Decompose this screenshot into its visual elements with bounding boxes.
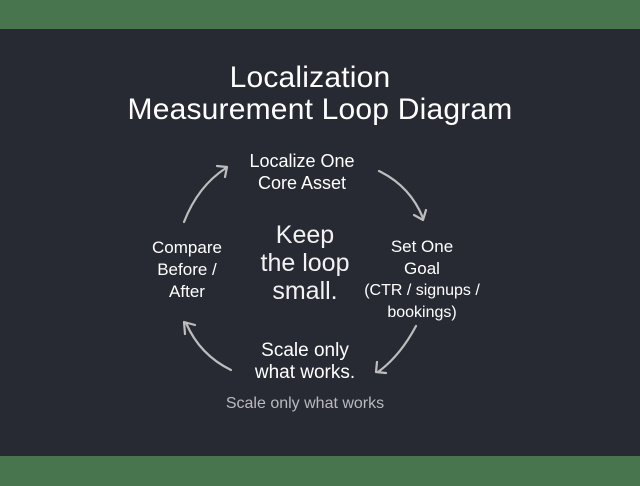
bottom-frame-bar <box>0 456 640 486</box>
curved-arrow-icon <box>374 324 418 375</box>
curved-arrow-icon <box>377 169 428 222</box>
node-set-goal-line-1: Set One <box>390 237 454 256</box>
diagram-title-line-1: Localization <box>229 61 391 94</box>
node-scale-works: Scale only what works. <box>225 340 385 384</box>
center-message: Keep the loop small. <box>240 221 370 305</box>
curved-arrow-icon <box>182 320 233 372</box>
node-scale-works-line-2: what works. <box>254 362 356 383</box>
node-compare-line-2: Before / <box>157 260 217 279</box>
diagram-panel <box>0 29 640 456</box>
top-frame-bar <box>0 0 640 29</box>
node-set-goal-line-4: bookings) <box>387 304 457 321</box>
center-message-line-1: Keep <box>275 221 335 249</box>
curved-arrow-icon <box>182 164 229 224</box>
node-set-goal: Set One Goal (CTR / signups / bookings) <box>352 236 492 324</box>
node-localize-asset-line-1: Localize One <box>249 151 355 171</box>
diagram-title-line-2: Measurement Loop Diagram <box>127 93 513 126</box>
diagram-caption: Scale only what works <box>225 395 385 412</box>
node-localize-asset-line-2: Core Asset <box>257 173 347 193</box>
node-set-goal-line-2: Goal <box>404 259 440 278</box>
node-set-goal-line-3: (CTR / signups / <box>364 282 480 299</box>
center-message-line-3: small. <box>272 277 338 305</box>
node-localize-asset: Localize One Core Asset <box>222 150 382 194</box>
node-scale-works-line-1: Scale only <box>261 340 349 361</box>
node-compare-line-3: After <box>169 282 205 301</box>
node-compare-line-1: Compare <box>152 238 222 257</box>
center-message-line-2: the loop <box>260 249 350 277</box>
node-compare: Compare Before / After <box>132 237 242 303</box>
